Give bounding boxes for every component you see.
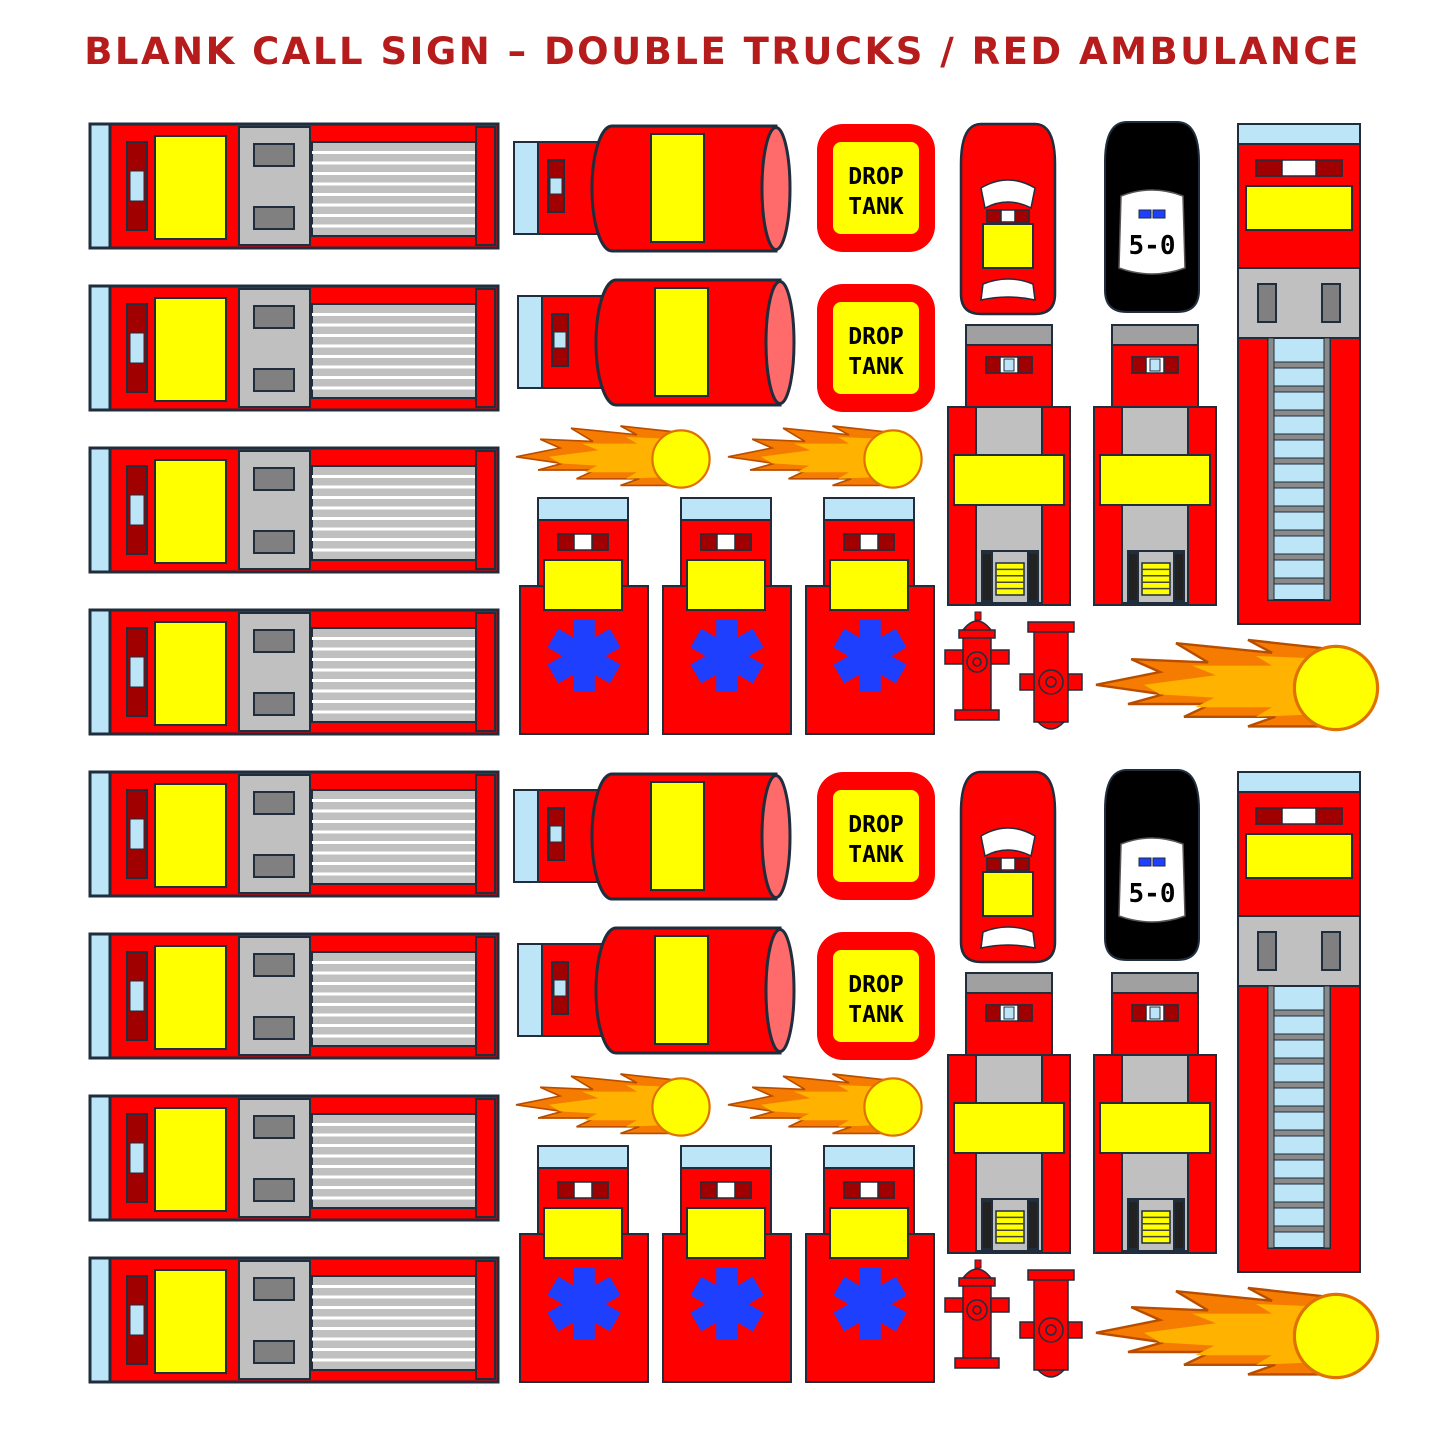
fireball-large [1095,1286,1380,1380]
front-view-engine [947,972,1071,1254]
pumper-truck [88,1256,500,1384]
fire-hydrant [1019,1269,1083,1378]
drop-tank-sign: DROP TANK [817,772,935,900]
ambulance [519,1145,649,1383]
police-car: 5-0 [1104,121,1200,313]
fire-hydrant [944,611,1010,721]
pumper-truck [88,284,500,412]
sheet-title: BLANK CALL SIGN – DOUBLE TRUCKS / RED AM… [84,30,1361,73]
pumper-truck [88,932,500,1060]
chief-car [959,770,1057,964]
ambulance [805,1145,935,1383]
drop-tank-word-1: DROP [848,164,903,190]
drop-tank-word-2: TANK [848,842,904,868]
drop-tank-sign: DROP TANK [817,932,935,1060]
ladder-truck [1237,123,1361,625]
chief-car [959,122,1057,316]
pumper-truck [88,608,500,736]
pumper-truck [88,122,500,250]
drop-tank-sign: DROP TANK [817,124,935,252]
police-car-number: 5-0 [1129,879,1176,909]
tanker-truck [517,926,796,1055]
drop-tank-word-2: TANK [848,194,904,220]
ladder-truck [1237,771,1361,1273]
front-view-engine [1093,972,1217,1254]
ambulance [519,497,649,735]
tanker-truck [517,278,796,407]
front-view-engine [947,324,1071,606]
sticker-section: DROP TANK DROP TANK 5-0 [88,121,1380,736]
front-view-engine [1093,324,1217,606]
police-car-number: 5-0 [1129,231,1176,261]
ambulance [662,1145,792,1383]
pumper-truck [88,1094,500,1222]
ambulance [805,497,935,735]
fire-hydrant [1019,621,1083,730]
drop-tank-word-1: DROP [848,972,903,998]
drop-tank-sign: DROP TANK [817,284,935,412]
drop-tank-word-1: DROP [848,324,903,350]
drop-tank-word-2: TANK [848,1002,904,1028]
fireball-small [727,1073,923,1137]
fireball-large [1095,638,1380,732]
tanker-truck [513,124,792,253]
police-car: 5-0 [1104,769,1200,961]
pumper-truck [88,770,500,898]
drop-tank-word-2: TANK [848,354,904,380]
fireball-small [727,425,923,489]
sticker-section: DROP TANK DROP TANK 5-0 [88,769,1380,1384]
tanker-truck [513,772,792,901]
fireball-small [515,425,711,489]
drop-tank-word-1: DROP [848,812,903,838]
fireball-small [515,1073,711,1137]
fire-hydrant [944,1259,1010,1369]
pumper-truck [88,446,500,574]
ambulance [662,497,792,735]
